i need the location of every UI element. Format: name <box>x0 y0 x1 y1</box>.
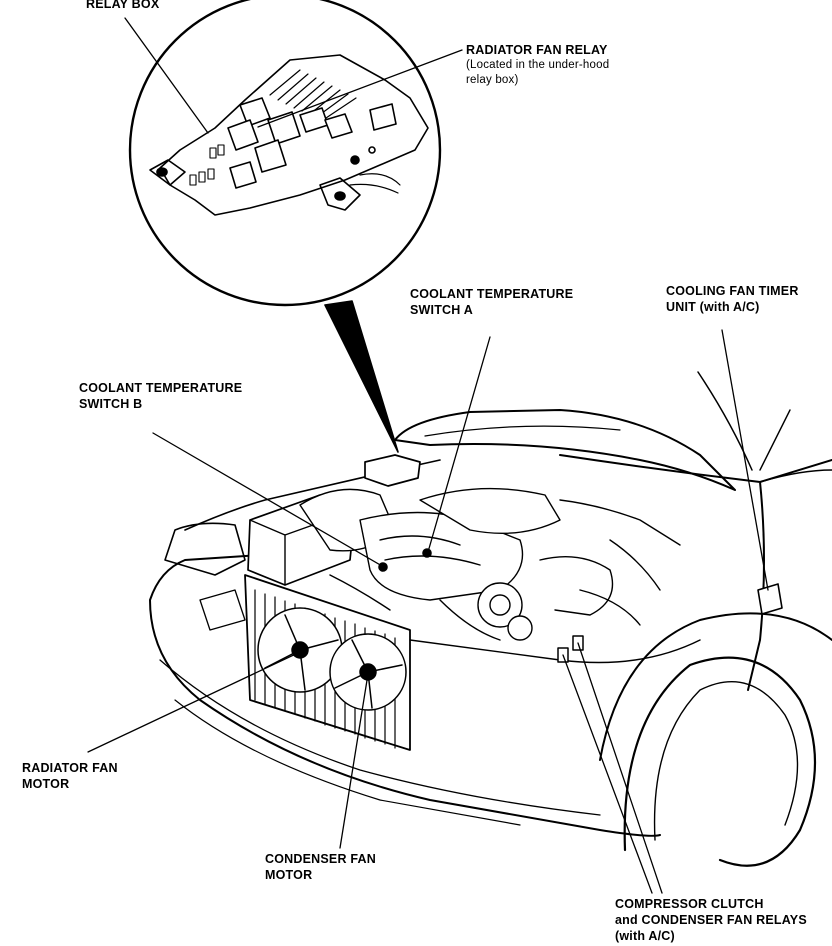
right-fender <box>559 454 832 691</box>
compressor-relay-leader-2 <box>577 642 663 894</box>
left-headlight <box>164 522 246 576</box>
cooling-fan-timer-line2: UNIT (with A/C) <box>666 300 760 314</box>
radiator-fan-motor-leader <box>87 651 301 753</box>
coolant-temp-switch-a-marker <box>422 548 432 558</box>
compressor-clutch-relays-label: COMPRESSOR CLUTCH and CONDENSER FAN RELA… <box>615 896 807 944</box>
radiator-fan <box>257 607 343 693</box>
relay-box-drawing <box>149 54 429 216</box>
relay-cubes <box>227 97 397 189</box>
condenser-fan-motor-line2: MOTOR <box>265 868 313 882</box>
inset-magnifier-circle <box>128 0 442 307</box>
cooling-fan-timer-label: COOLING FAN TIMER UNIT (with A/C) <box>666 283 799 315</box>
compressor-clutch-relays-line1: COMPRESSOR CLUTCH <box>615 897 764 911</box>
coolant-temp-switch-b-marker <box>378 562 388 572</box>
radiator-fan-relay-note-2: relay box) <box>466 74 519 86</box>
radiator-fan-motor-line2: MOTOR <box>22 777 70 791</box>
coolant-temp-switch-b-label: COOLANT TEMPERATURE SWITCH B <box>79 380 242 412</box>
inset-pointer-wedge <box>324 300 399 453</box>
wheel-arch <box>599 612 832 761</box>
front-tire <box>623 656 817 867</box>
valve-cover <box>419 487 561 534</box>
compressor-clutch-relays-line2: and CONDENSER FAN RELAYS <box>615 913 807 927</box>
compressor-relays <box>557 635 584 663</box>
relay-box-leader <box>124 17 209 134</box>
radiator-fan-relay-label: RADIATOR FAN RELAY (Located in the under… <box>466 42 609 88</box>
radiator-fan-motor-line1: RADIATOR FAN <box>22 761 118 775</box>
coolant-temp-switch-a-label: COOLANT TEMPERATURE SWITCH A <box>410 286 573 318</box>
condenser-fan-motor-line1: CONDENSER FAN <box>265 852 376 866</box>
condenser-fan <box>329 633 407 711</box>
car-front-drawing <box>149 371 832 867</box>
radiator-fan-relay-leader <box>257 49 463 128</box>
coolant-temp-switch-a-line1: COOLANT TEMPERATURE <box>410 287 574 301</box>
condenser-fan-motor-label: CONDENSER FAN MOTOR <box>265 851 376 883</box>
radiator-fan-relay-title: RADIATOR FAN RELAY <box>466 43 608 57</box>
compressor-relay-leader-1 <box>562 654 653 894</box>
under-hood-relay-box <box>364 454 421 487</box>
relay-box-inset <box>124 0 463 453</box>
cooling-fan-timer-unit <box>757 583 783 615</box>
relay-box-label-text: RELAY BOX <box>86 0 160 11</box>
relay-box-label: RELAY BOX <box>86 0 159 12</box>
coolant-temp-switch-a-line2: SWITCH A <box>410 303 473 317</box>
hood <box>394 409 736 491</box>
distributor <box>477 582 523 628</box>
cooling-fan-timer-leader <box>721 329 769 591</box>
coolant-temp-switch-b-line1: COOLANT TEMPERATURE <box>79 381 243 395</box>
coolant-temp-switch-b-line2: SWITCH B <box>79 397 143 411</box>
condenser-fan-motor-leader <box>339 673 369 849</box>
coolant-temp-switch-b-leader <box>152 432 383 567</box>
coolant-temp-switch-a-leader <box>427 336 491 553</box>
engine-components <box>247 454 681 641</box>
radiator-fan-motor-label: RADIATOR FAN MOTOR <box>22 760 118 792</box>
windshield <box>697 371 753 471</box>
cooling-fan-timer-line1: COOLING FAN TIMER <box>666 284 799 298</box>
radiator-fan-relay-note-1: (Located in the under-hood <box>466 59 610 71</box>
intake-manifold <box>359 511 524 601</box>
front-bumper <box>149 554 661 837</box>
leader-lines <box>87 329 769 894</box>
compressor-clutch-relays-line3: (with A/C) <box>615 929 675 943</box>
